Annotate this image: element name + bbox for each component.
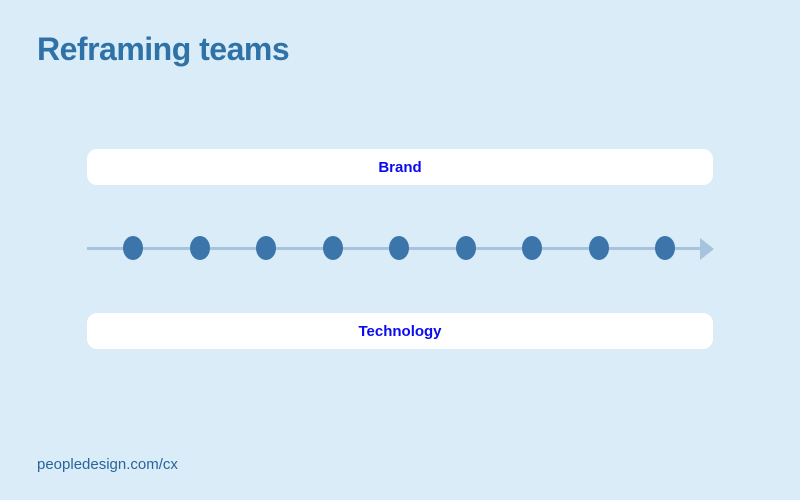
technology-band: Technology xyxy=(87,313,713,349)
technology-band-label: Technology xyxy=(358,322,442,340)
timeline-dot xyxy=(256,236,276,260)
arrow-right-icon xyxy=(700,238,714,260)
timeline-dot xyxy=(588,236,609,260)
timeline-line xyxy=(87,247,702,250)
timeline-dots xyxy=(123,236,675,260)
brand-band: Brand xyxy=(87,149,713,185)
timeline-dot xyxy=(389,236,409,260)
footer-url: peopledesign.com/cx xyxy=(37,456,178,473)
page-title: Reframing teams xyxy=(37,31,290,67)
timeline-dot xyxy=(522,236,542,260)
timeline-dot xyxy=(455,236,476,260)
timeline-dot xyxy=(189,236,210,260)
timeline-dot xyxy=(655,236,675,260)
timeline-dot xyxy=(123,236,143,260)
timeline-dot xyxy=(322,236,343,260)
brand-band-label: Brand xyxy=(378,158,422,176)
